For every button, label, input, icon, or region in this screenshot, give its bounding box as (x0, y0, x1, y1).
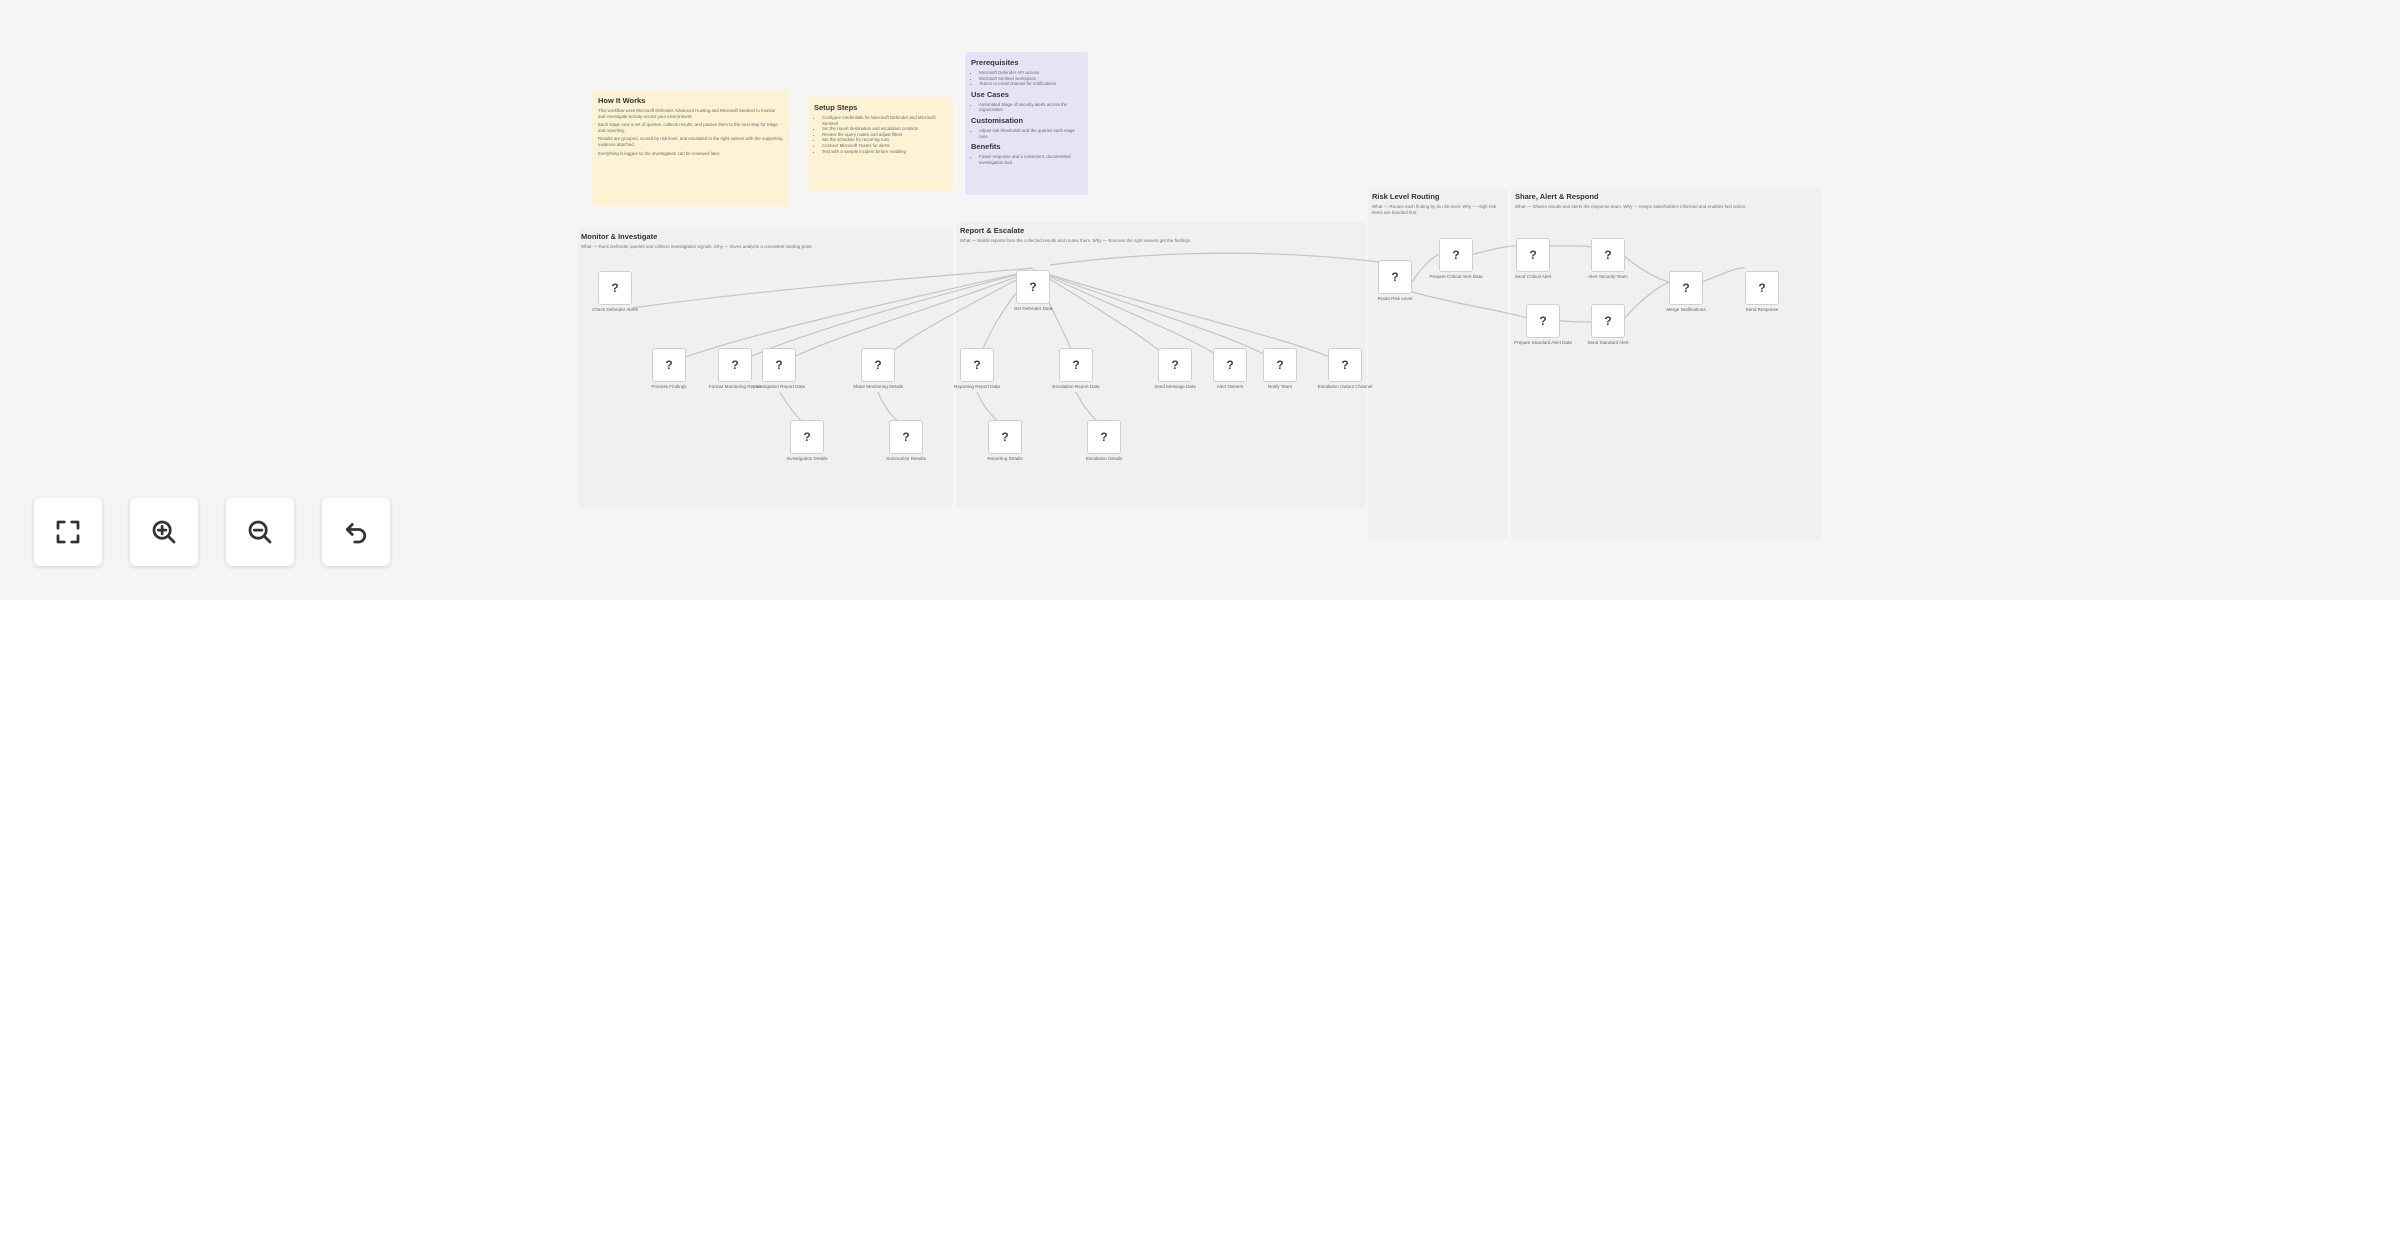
note-list-item: Set the report destination and escalatio… (822, 126, 947, 132)
zoom-out-button[interactable] (226, 498, 294, 566)
workflow-node[interactable]: ? (1016, 270, 1050, 304)
group-title-risk: Risk Level Routing (1372, 192, 1440, 201)
node-label: Escalation Output Channel (1317, 384, 1373, 389)
workflow-node[interactable]: ? (1158, 348, 1192, 382)
workflow-node[interactable]: ? (988, 420, 1022, 454)
note-paragraph: Each stage runs a set of queries, collec… (598, 122, 778, 133)
fit-view-button[interactable] (34, 498, 102, 566)
undo-icon (345, 523, 367, 544)
node-label: Send Standard Alert (1587, 340, 1629, 345)
node-label: Summarize Results (886, 456, 926, 461)
node-label: Reporting Report Data (954, 384, 1000, 389)
workflow-node[interactable]: ? (1526, 304, 1560, 338)
group-title-report: Report & Escalate (960, 226, 1025, 235)
note-list: Automated triage of security alerts acro… (971, 102, 1082, 113)
node-label: Alert Owners (1216, 384, 1244, 389)
node-label: Check Defender Alerts (592, 307, 638, 312)
note-paragraph: This workflow uses Microsoft Defender Ad… (598, 108, 776, 119)
note-list: Faster response and a consistent, docume… (971, 154, 1082, 165)
note-subtitle: Benefits (971, 142, 1001, 152)
workflow-node[interactable]: ? (861, 348, 895, 382)
note-list-item: Test with a sample incident before enabl… (822, 149, 947, 155)
workflow-node[interactable]: ? (960, 348, 994, 382)
node-label: Route Risk Level (1377, 296, 1413, 301)
group-share-alert (1511, 188, 1821, 540)
node-label: Reporting Details (987, 456, 1023, 461)
note-paragraph: Results are grouped, scored by risk leve… (598, 136, 783, 147)
note-list-item: Microsoft Defender API access (979, 70, 1082, 76)
group-desc-report: What — Builds reports from the collected… (960, 238, 1192, 243)
workflow-node[interactable]: ? (718, 348, 752, 382)
note-subtitle: Customisation (971, 115, 1024, 125)
reset-zoom-button[interactable] (322, 498, 390, 566)
note-setup-steps[interactable]: Setup Steps Configure credentials for Mi… (808, 97, 953, 191)
note-list-item: Faster response and a consistent, docume… (979, 154, 1082, 165)
note-list: Adjust risk thresholds and the queries e… (971, 128, 1082, 139)
workflow-node[interactable]: ? (1378, 260, 1412, 294)
note-how-it-works[interactable]: How It Works This workflow uses Microsof… (592, 90, 790, 206)
zoom-in-button[interactable] (130, 498, 198, 566)
workflow-node[interactable]: ? (889, 420, 923, 454)
node-label: Merge Notifications (1666, 307, 1706, 312)
note-list: Configure credentials for Microsoft Defe… (814, 115, 947, 154)
node-label: Investigation Details (786, 456, 828, 461)
group-title-monitor: Monitor & Investigate (581, 232, 658, 241)
node-label: Process Findings (651, 384, 687, 389)
node-label: Get Defender Data (1013, 306, 1053, 311)
node-label: Send Critical Alert (1514, 274, 1552, 279)
note-list-item: Set the schedule for recurring runs (822, 137, 947, 143)
workflow-node[interactable]: ? (1591, 304, 1625, 338)
note-prerequisites[interactable]: Prerequisites Microsoft Defender API acc… (965, 52, 1088, 195)
zoom-out-icon (248, 520, 272, 544)
workflow-node[interactable]: ? (1213, 348, 1247, 382)
workflow-canvas[interactable]: Monitor & Investigate What — Runs Defend… (0, 0, 2400, 600)
note-title: Setup Steps (814, 103, 858, 112)
node-label: Escalation Details (1085, 456, 1123, 461)
workflow-node[interactable]: ? (790, 420, 824, 454)
note-list-item: Configure credentials for Microsoft Defe… (822, 115, 947, 126)
zoom-in-icon (152, 520, 176, 544)
node-label: Send Message Data (1154, 384, 1196, 389)
node-label: Prepare Critical Alert Data (1429, 274, 1483, 279)
workflow-node[interactable]: ? (1745, 271, 1779, 305)
note-title: Prerequisites (971, 58, 1019, 67)
group-title-share: Share, Alert & Respond (1515, 192, 1599, 201)
note-list-item: Connect Microsoft Teams for alerts (822, 143, 947, 149)
group-desc-share: What — Shares results and alerts the res… (1515, 204, 1747, 209)
note-subtitle: Use Cases (971, 89, 1009, 99)
node-label: Investigation Report Data (753, 384, 805, 389)
workflow-node[interactable]: ? (1516, 238, 1550, 272)
workflow-node[interactable]: ? (1059, 348, 1093, 382)
workflow-node[interactable]: ? (1439, 238, 1473, 272)
group-risk-routing (1368, 188, 1508, 540)
group-desc-risk: What — Routes each finding by its risk l… (1372, 204, 1497, 215)
node-label: Prepare Standard Alert Data (1514, 340, 1572, 345)
workflow-node[interactable]: ? (1328, 348, 1362, 382)
note-list-item: Teams or email channel for notifications (979, 81, 1082, 87)
note-list-item: Automated triage of security alerts acro… (979, 102, 1082, 113)
workflow-node[interactable]: ? (1087, 420, 1121, 454)
workflow-node[interactable]: ? (1591, 238, 1625, 272)
node-label: Format Monitoring Report (708, 384, 762, 389)
workflow-node[interactable]: ? (762, 348, 796, 382)
node-label: Send Response (1745, 307, 1779, 312)
note-list-item: Review the query nodes and adjust filter… (822, 132, 947, 138)
workflow-node[interactable]: ? (652, 348, 686, 382)
node-label: Escalation Report Data (1052, 384, 1100, 389)
note-list: Microsoft Defender API access Microsoft … (971, 70, 1082, 87)
node-label: Alert Security Team (1588, 274, 1628, 279)
workflow-node[interactable]: ? (1669, 271, 1703, 305)
node-label: Share Monitoring Details (852, 384, 904, 389)
note-paragraph: Everything is logged so the investigatio… (598, 150, 721, 156)
note-title: How It Works (598, 96, 646, 105)
note-list-item: Microsoft Sentinel workspace (979, 76, 1082, 82)
workflow-node[interactable]: ? (1263, 348, 1297, 382)
note-list-item: Adjust risk thresholds and the queries e… (979, 128, 1082, 139)
fit-view-icon (56, 520, 80, 544)
workflow-node[interactable]: ? (598, 271, 632, 305)
group-desc-monitor: What — Runs Defender queries and collect… (581, 244, 813, 249)
node-label: Notify Team (1267, 384, 1293, 389)
